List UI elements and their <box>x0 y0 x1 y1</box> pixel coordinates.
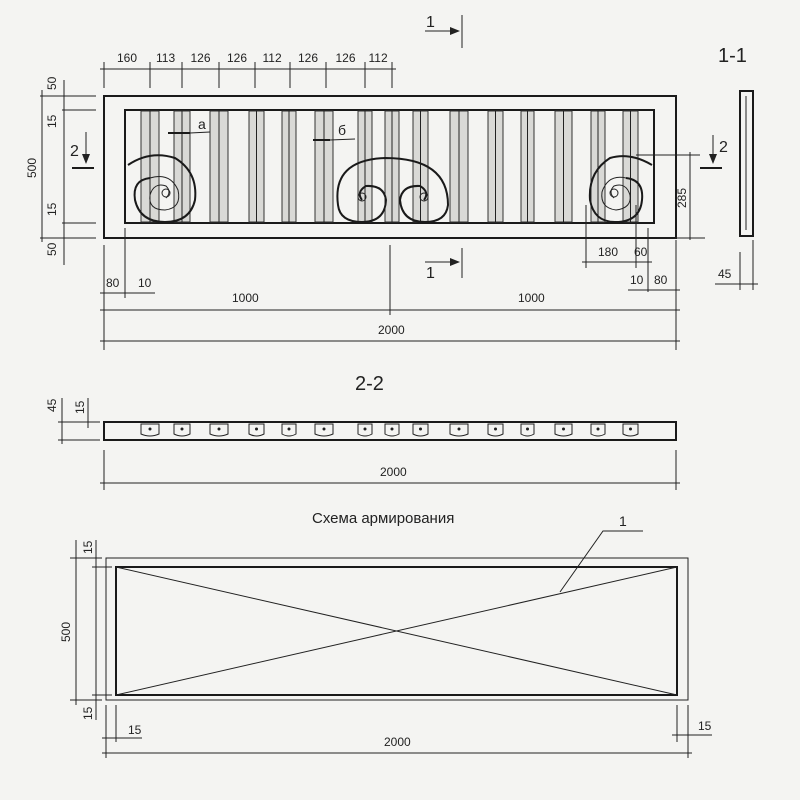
grille-bars <box>140 110 639 223</box>
bar-profile <box>449 423 469 437</box>
dim-r-left-15: 15 <box>128 723 142 737</box>
bar-dot <box>287 427 291 431</box>
bar-profile <box>248 423 265 437</box>
section-2-2-bar-profiles <box>140 423 639 437</box>
reinforcement-callout: 1 <box>619 513 627 529</box>
bar-dot <box>217 427 221 431</box>
bar-dot <box>596 427 600 431</box>
grille-frame <box>124 109 655 224</box>
bar-profile <box>140 423 160 437</box>
dim-60: 60 <box>634 245 648 259</box>
dim-1000-right: 1000 <box>518 291 545 305</box>
dim-180: 180 <box>598 245 618 259</box>
top-dim-label: 160 <box>117 51 137 65</box>
bar-profile <box>590 423 606 437</box>
dim-bottom-15: 15 <box>45 202 59 216</box>
top-dim-label: 126 <box>227 51 247 65</box>
bar-dot <box>255 427 258 431</box>
bar-dot <box>526 427 529 431</box>
bar-dot <box>148 427 152 431</box>
dim-top-15: 15 <box>45 114 59 128</box>
dim-80-left: 80 <box>106 276 120 290</box>
top-dim-label: 126 <box>336 51 356 65</box>
bar-dot <box>457 427 461 431</box>
dim-2000-top: 2000 <box>378 323 405 337</box>
section-2-2: 2-2 45 15 2000 <box>45 373 680 490</box>
bar-dot <box>322 427 326 431</box>
bar-profile <box>520 423 535 437</box>
section-2-2-title: 2-2 <box>355 373 384 395</box>
label-a: а <box>198 116 206 132</box>
section-1-1-title: 1-1 <box>718 45 747 67</box>
dim-r-top-15: 15 <box>81 540 95 554</box>
bar-dot <box>363 427 367 431</box>
reinforcement-scheme: Схема армирования 1 15 500 15 15 15 2000 <box>59 510 712 758</box>
reinforcement-title: Схема армирования <box>312 510 454 527</box>
bar-dot <box>629 427 632 431</box>
dim-2-2-15: 15 <box>73 400 87 414</box>
top-dim-label: 126 <box>298 51 318 65</box>
bar-dot <box>419 427 422 431</box>
dim-80-right: 80 <box>654 273 668 287</box>
scroll-center <box>336 156 450 224</box>
dim-1000-left: 1000 <box>232 291 259 305</box>
top-dim-label: 113 <box>156 51 175 65</box>
dim-285: 285 <box>675 188 689 208</box>
dim-top-50: 50 <box>45 76 59 90</box>
bar-dot <box>562 427 565 431</box>
dim-2-2-45: 45 <box>45 398 59 412</box>
dim-10-left: 10 <box>138 276 152 290</box>
panel-outline <box>103 95 677 239</box>
top-dimension-labels: 160 113 126 126 112 126 126 112 <box>117 51 388 65</box>
dim-r-2000: 2000 <box>384 735 411 749</box>
bar-dot <box>494 427 497 431</box>
section-1-1: 1-1 45 <box>715 45 758 290</box>
dim-r-right-15: 15 <box>698 719 712 733</box>
bar-profile <box>622 423 639 437</box>
top-dim-label: 112 <box>369 51 388 65</box>
section-mark-left: 2 <box>70 143 79 160</box>
top-dim-label: 112 <box>263 51 282 65</box>
top-dimension-ticks <box>103 62 393 88</box>
bar-profile <box>314 423 334 437</box>
bar-profile <box>384 423 400 437</box>
dim-bottom-50: 50 <box>45 242 59 256</box>
bar-profile <box>412 423 429 437</box>
bar-profile <box>173 423 191 437</box>
top-dim-label: 126 <box>191 51 211 65</box>
dim-r-bottom-15: 15 <box>81 706 95 720</box>
label-b: б <box>338 122 346 138</box>
bar-dot <box>390 427 394 431</box>
bar-profile <box>209 423 229 437</box>
bar-profile <box>554 423 573 437</box>
section-mark-top: 1 <box>426 14 435 31</box>
scroll-right <box>588 155 653 224</box>
dim-2-2-2000: 2000 <box>380 465 407 479</box>
dim-10-right: 10 <box>630 273 644 287</box>
dim-45-thickness: 45 <box>718 267 732 281</box>
bar-profile <box>487 423 504 437</box>
section-mark-bottom: 1 <box>426 265 435 282</box>
dim-r-500: 500 <box>59 622 73 642</box>
dim-height-500: 500 <box>25 158 39 178</box>
scroll-left <box>127 154 197 224</box>
bar-dot <box>180 427 184 431</box>
bar-profile <box>357 423 373 437</box>
bar-profile <box>281 423 297 437</box>
section-mark-right: 2 <box>719 139 728 156</box>
